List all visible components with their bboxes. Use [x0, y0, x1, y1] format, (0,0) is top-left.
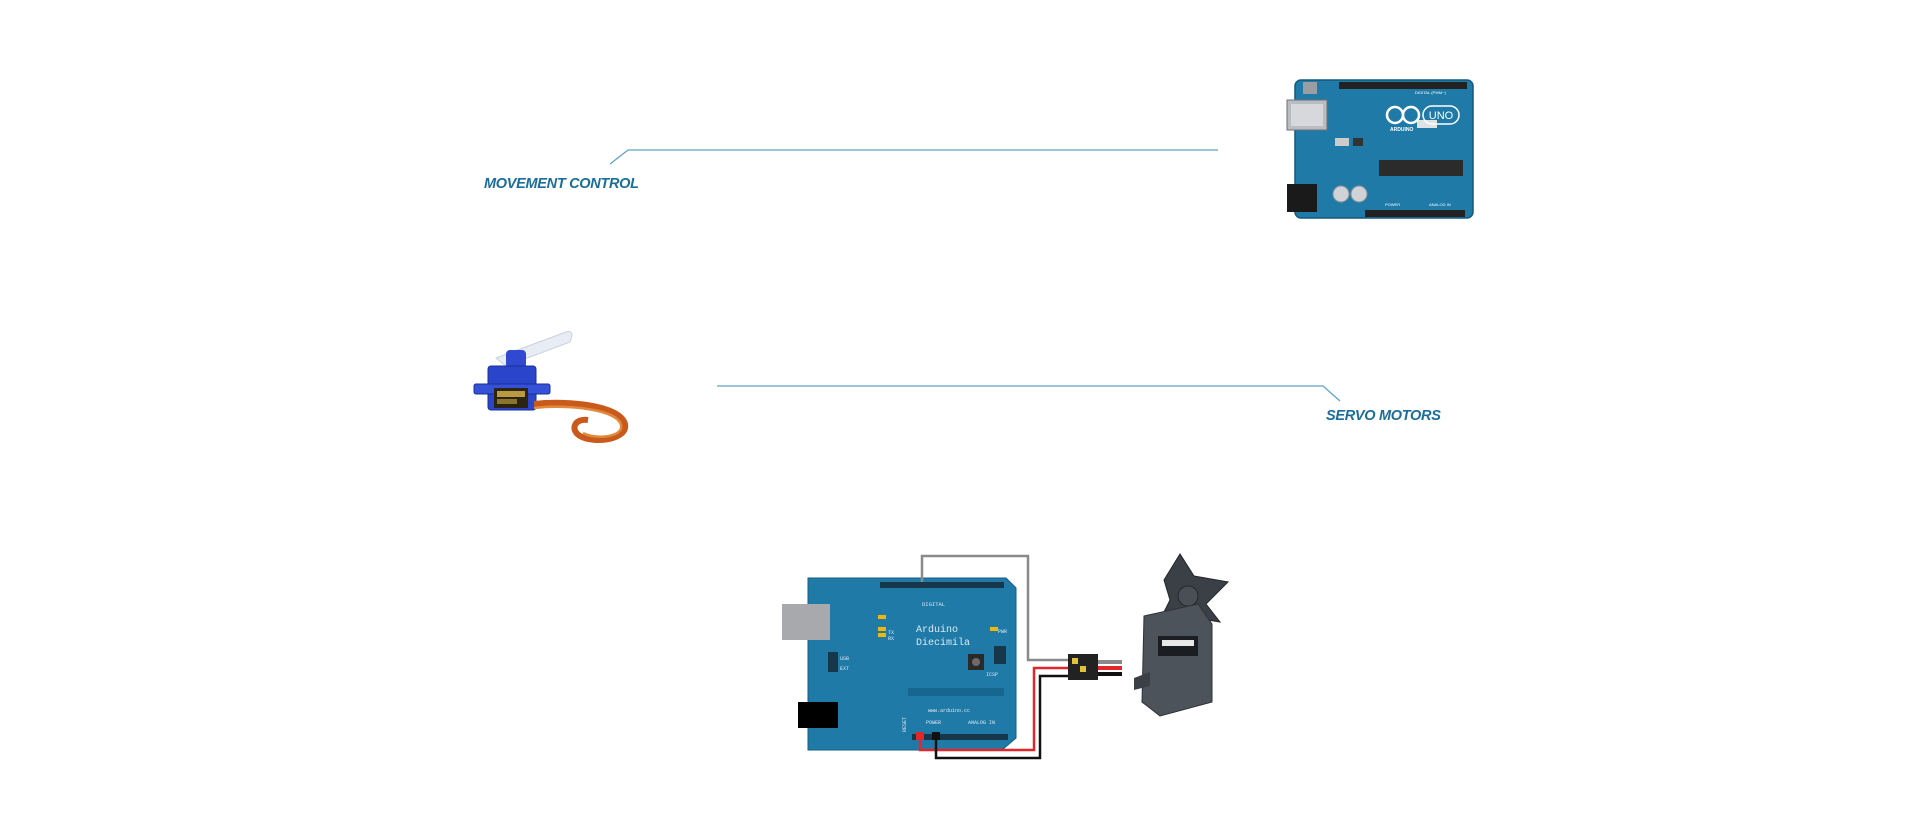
diecimila-power-text: POWER	[926, 720, 941, 726]
power-wire-red	[918, 666, 1068, 752]
arduino-uno-board-image: UNO ARDUINO DIGITAL (PWM~) POWER ANALOG …	[1286, 76, 1477, 222]
diecimila-rx-text: RX	[888, 636, 894, 642]
standard-servo-image	[1134, 553, 1230, 717]
uno-analog-text: ANALOG IN	[1429, 202, 1451, 207]
movement-control-label: MOVEMENT CONTROL	[484, 176, 639, 192]
uno-brand-text: ARDUINO	[1390, 127, 1413, 133]
diecimila-name-line1: Arduino	[916, 624, 958, 636]
diecimila-site-text: www.arduino.cc	[928, 708, 970, 714]
diecimila-pwr-text: PWR	[998, 629, 1007, 635]
diecimila-digital-text: DIGITAL	[922, 601, 945, 608]
servo-motors-label: SERVO MOTORS	[1326, 408, 1441, 424]
uno-digital-header-text: DIGITAL (PWM~)	[1415, 90, 1447, 95]
uno-model-text: UNO	[1429, 110, 1454, 122]
diecimila-reset-text: RESET	[902, 717, 908, 732]
arduino-logo-icon	[1385, 105, 1421, 125]
diecimila-usb-text: USB	[840, 656, 849, 662]
servo-connector	[1068, 654, 1122, 680]
diecimila-tx-text: TX	[888, 630, 894, 636]
movement-control-leader-line	[609, 149, 1218, 165]
arduino-diecimila-board: Arduino Diecimila DIGITAL USB EXT PWR IC…	[782, 577, 1017, 751]
signal-wire	[920, 554, 1068, 662]
diecimila-name-line2: Diecimila	[916, 637, 970, 649]
diecimila-analog-text: ANALOG IN	[968, 720, 995, 726]
uno-power-text: POWER	[1385, 202, 1400, 207]
servo-motors-leader-line	[717, 385, 1341, 402]
micro-servo-image	[470, 326, 635, 448]
wiring-diagram: Arduino Diecimila DIGITAL USB EXT PWR IC…	[782, 552, 1242, 760]
diecimila-ext-text: EXT	[840, 666, 849, 672]
diecimila-icsp-text: ICSP	[986, 672, 998, 678]
ground-wire-black	[934, 674, 1068, 760]
